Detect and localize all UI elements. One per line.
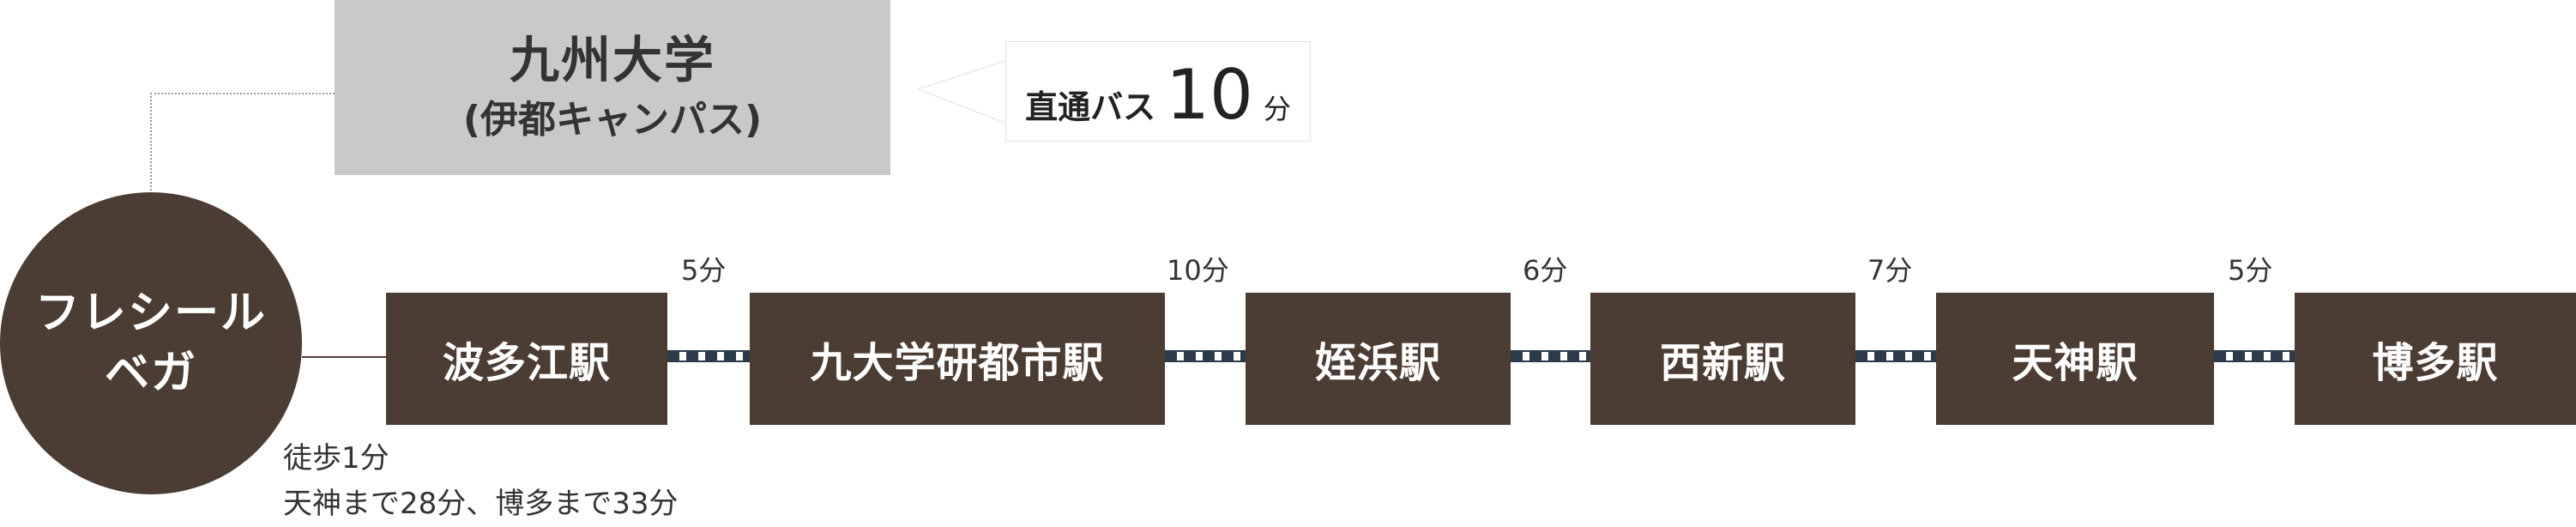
origin-circle: フレシール ベガ [0, 192, 302, 494]
station-hatae: 波多江駅 [386, 293, 667, 425]
university-campus: (伊都キャンパス) [462, 98, 763, 142]
dotted-connector-horizontal [150, 93, 335, 94]
walk-line1: 徒歩1分 [283, 441, 389, 476]
walk-info: 徒歩1分 天神まで28分、博多まで33分 [283, 436, 679, 526]
track-segment-5 [2214, 350, 2295, 362]
segment-time-3: 6分 [1523, 254, 1568, 287]
university-name: 九州大学 [509, 30, 715, 89]
walk-line2: 天神まで28分、博多まで33分 [283, 486, 679, 521]
track-segment-4 [1855, 350, 1936, 362]
segment-time-5: 5分 [2228, 254, 2273, 287]
segment-time-4: 7分 [1867, 254, 1913, 287]
bus-minutes: 10 [1166, 55, 1253, 135]
callout-pointer [918, 59, 1007, 124]
origin-line1: フレシール [34, 287, 267, 339]
university-box: 九州大学 (伊都キャンパス) [335, 0, 890, 175]
bus-unit: 分 [1263, 93, 1291, 125]
station-meinohama: 姪浜駅 [1246, 293, 1511, 425]
bus-info-box: 直通バス 10 分 [1005, 41, 1311, 142]
station-kyudai-gakkentoshi: 九大学研都市駅 [750, 293, 1165, 425]
station-nishijin: 西新駅 [1590, 293, 1855, 425]
dotted-connector-vertical [150, 93, 152, 194]
track-segment-2 [1165, 350, 1246, 362]
walk-connector-line [302, 356, 386, 358]
station-hakata: 博多駅 [2295, 293, 2576, 425]
segment-time-1: 5分 [681, 254, 727, 287]
station-tenjin: 天神駅 [1936, 293, 2214, 425]
track-segment-3 [1511, 350, 1590, 362]
bus-label: 直通バス [1025, 88, 1156, 126]
track-segment-1 [667, 350, 750, 362]
origin-line2: ベガ [104, 348, 197, 399]
segment-time-2: 10分 [1167, 254, 1229, 287]
